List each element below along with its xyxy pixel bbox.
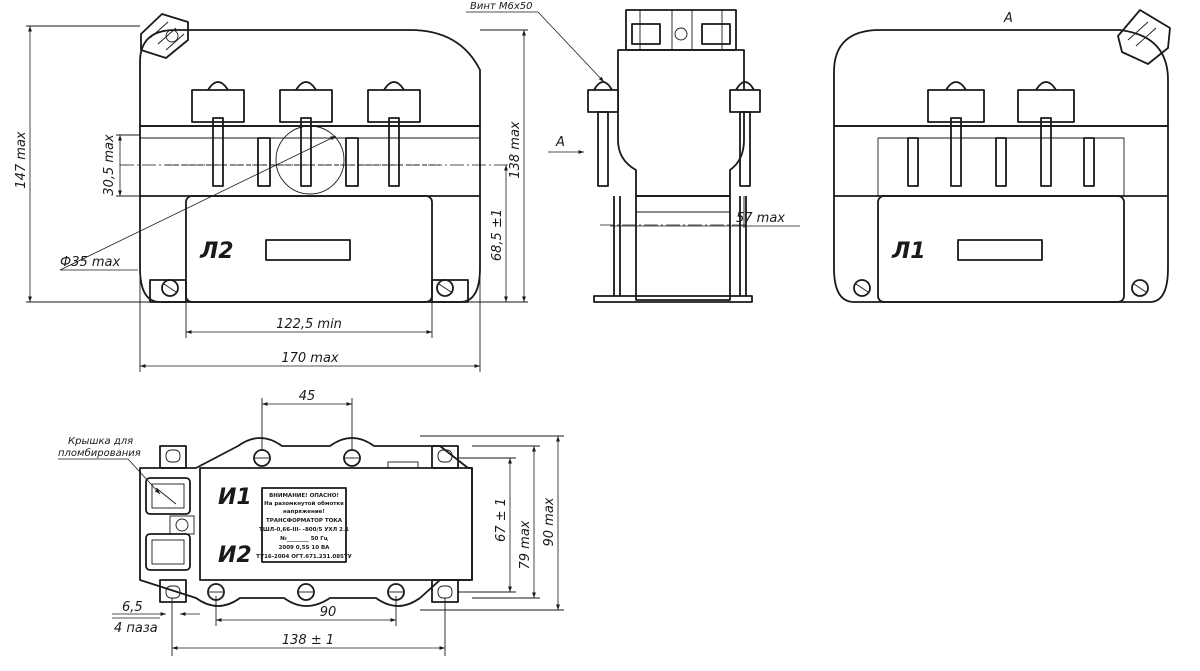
- dim-depth-90: 90 max: [542, 497, 557, 546]
- dim-depth-79: 79 max: [518, 520, 533, 569]
- dim-width-max: 170 max: [281, 351, 339, 366]
- svg-text:№________ 50 Гц: №________ 50 Гц: [279, 535, 328, 542]
- screw-label: Винт М6х50: [470, 1, 533, 12]
- primary-window: [275, 125, 345, 195]
- rear-foot-left: [853, 279, 871, 297]
- svg-text:2009 0,5S 10 ВА: 2009 0,5S 10 ВА: [279, 545, 331, 551]
- rear-foot-right: [1131, 279, 1149, 297]
- dim-window-height: 30,5 max: [102, 134, 117, 196]
- dim-base-height: 68,5 ±1: [490, 209, 505, 261]
- dim-slot-count: 4 паза: [114, 621, 158, 636]
- marking-window: [265, 239, 351, 261]
- seal-cover-upper: [145, 477, 191, 515]
- top-mount-tabs: [159, 445, 459, 603]
- top-screw-heads: [207, 449, 405, 601]
- rear-cover: [833, 29, 1169, 127]
- rear-terminal-block-2: [1017, 81, 1075, 187]
- side-bolt-right: [729, 81, 761, 187]
- svg-text:ТРАНСФОРМАТОР ТОКА: ТРАНСФОРМАТОР ТОКА: [266, 518, 343, 524]
- dim-diameter: Ф35 max: [60, 255, 120, 270]
- dim-width-min: 122,5 min: [276, 317, 342, 332]
- side-base-plate: [593, 295, 753, 303]
- svg-text:напряжение!: напряжение!: [283, 509, 325, 515]
- terminal-block-2: [279, 81, 333, 187]
- terminal-block-3: [367, 81, 421, 187]
- terminal-mark-i1: И1: [218, 485, 252, 510]
- side-view: Винт М6х50 А 57 max: [466, 1, 800, 303]
- nameplate: ВНИМАНИЕ! ОПАСНО! На разомкнутой обмотке…: [256, 487, 353, 563]
- view-a-label: А: [1003, 11, 1013, 26]
- rear-view: А Л1: [833, 9, 1171, 303]
- dim-body-height: 138 max: [508, 121, 523, 179]
- mounting-foot-right: [431, 279, 469, 303]
- mounting-foot-left: [149, 279, 187, 303]
- rear-marking-window: [957, 239, 1043, 261]
- terminal-mark-l2: Л2: [199, 239, 234, 264]
- rear-terminal-block-1: [927, 81, 985, 187]
- svg-text:На разомкнутой обмотке: На разомкнутой обмотке: [264, 500, 344, 507]
- dim-height-total: 147 max: [14, 131, 29, 189]
- housing-cover: [139, 29, 481, 127]
- seal-cover-lower: [145, 533, 191, 571]
- housing-base: [139, 196, 481, 303]
- dim-mount-length: 138 ± 1: [282, 633, 334, 648]
- side-bolt-left: [587, 81, 619, 187]
- dim-mount-width: 67 ± 1: [494, 498, 509, 542]
- svg-text:ВНИМАНИЕ! ОПАСНО!: ВНИМАНИЕ! ОПАСНО!: [269, 493, 339, 499]
- seal-cap: [140, 13, 189, 59]
- terminal-mark-l1: Л1: [891, 239, 926, 264]
- dim-slot: 6,5: [122, 600, 143, 615]
- side-body: [617, 49, 745, 197]
- front-view: Л2 147 max 30,5 max 138 max 68,5 ±1 Ф35 …: [14, 13, 528, 372]
- view-arrow-label: А: [555, 135, 565, 150]
- top-view: И1 И2 ВНИМАНИЕ! ОПАСНО! На разомкнутой о…: [58, 389, 564, 656]
- cover-label-1: Крышка для: [68, 436, 133, 447]
- terminal-block-1: [191, 81, 245, 187]
- terminal-mark-i2: И2: [218, 543, 252, 568]
- svg-text:ТУ16-2004 ОГТ.671.231.085ТУ: ТУ16-2004 ОГТ.671.231.085ТУ: [256, 554, 353, 560]
- dim-depth: 57 max: [736, 211, 785, 226]
- cover-label-2: пломбирования: [58, 447, 141, 459]
- svg-text:ТШЛ-0,66-III- -800/5 УХЛ 2.1: ТШЛ-0,66-III- -800/5 УХЛ 2.1: [259, 527, 349, 533]
- dim-pitch-bottom: 90: [320, 605, 337, 620]
- dim-pitch-top: 45: [299, 389, 316, 404]
- top-outline: [139, 437, 473, 607]
